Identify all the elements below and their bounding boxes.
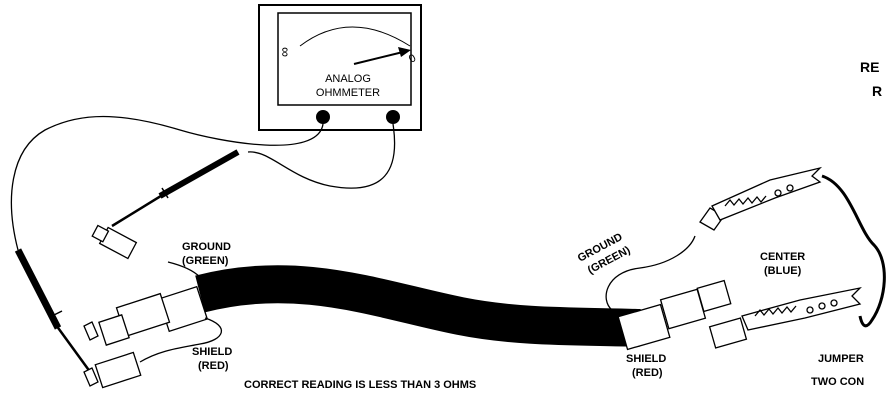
left-connector: [83, 261, 223, 389]
label-shield-right-1: SHIELD: [626, 353, 666, 365]
meter-terminal-right: [386, 110, 400, 124]
upper-alligator-clip: [711, 166, 823, 221]
label-right-top-1: RE: [860, 59, 879, 75]
long-probe: [14, 248, 98, 381]
meter-needle: [353, 51, 404, 65]
label-jumper-2: TWO CON: [811, 376, 864, 388]
test-leads: [10, 115, 396, 251]
label-center-2: (BLUE): [764, 265, 802, 277]
meter-terminal-left: [316, 110, 330, 124]
upper-probe: [91, 149, 240, 260]
needle-arrow-icon: [398, 47, 411, 57]
label-shield-left-2: (RED): [198, 360, 229, 372]
analog-ohmmeter: ∞ 0 ANALOG OHMMETER: [258, 4, 422, 131]
right-connector: [605, 207, 748, 351]
meter-name-line2: OHMMETER: [316, 87, 380, 99]
label-center-1: CENTER: [760, 251, 805, 263]
label-correct-reading: CORRECT READING IS LESS THAN 3 OHMS: [244, 379, 476, 391]
label-ground-left-1: GROUND: [182, 241, 231, 253]
zero-mark: 0: [407, 52, 418, 65]
label-shield-left-1: SHIELD: [192, 346, 232, 358]
label-ground-left-2: (GREEN): [182, 255, 229, 267]
infinity-mark: ∞: [276, 47, 292, 57]
jumper-wire: [821, 174, 886, 328]
label-jumper-1: JUMPER: [818, 353, 864, 365]
label-shield-right-2: (RED): [632, 367, 663, 379]
lower-alligator-clip: [741, 286, 862, 331]
label-right-top-2: R: [872, 83, 882, 99]
meter-name-line1: ANALOG: [325, 73, 371, 85]
coax-cable: [195, 265, 641, 347]
